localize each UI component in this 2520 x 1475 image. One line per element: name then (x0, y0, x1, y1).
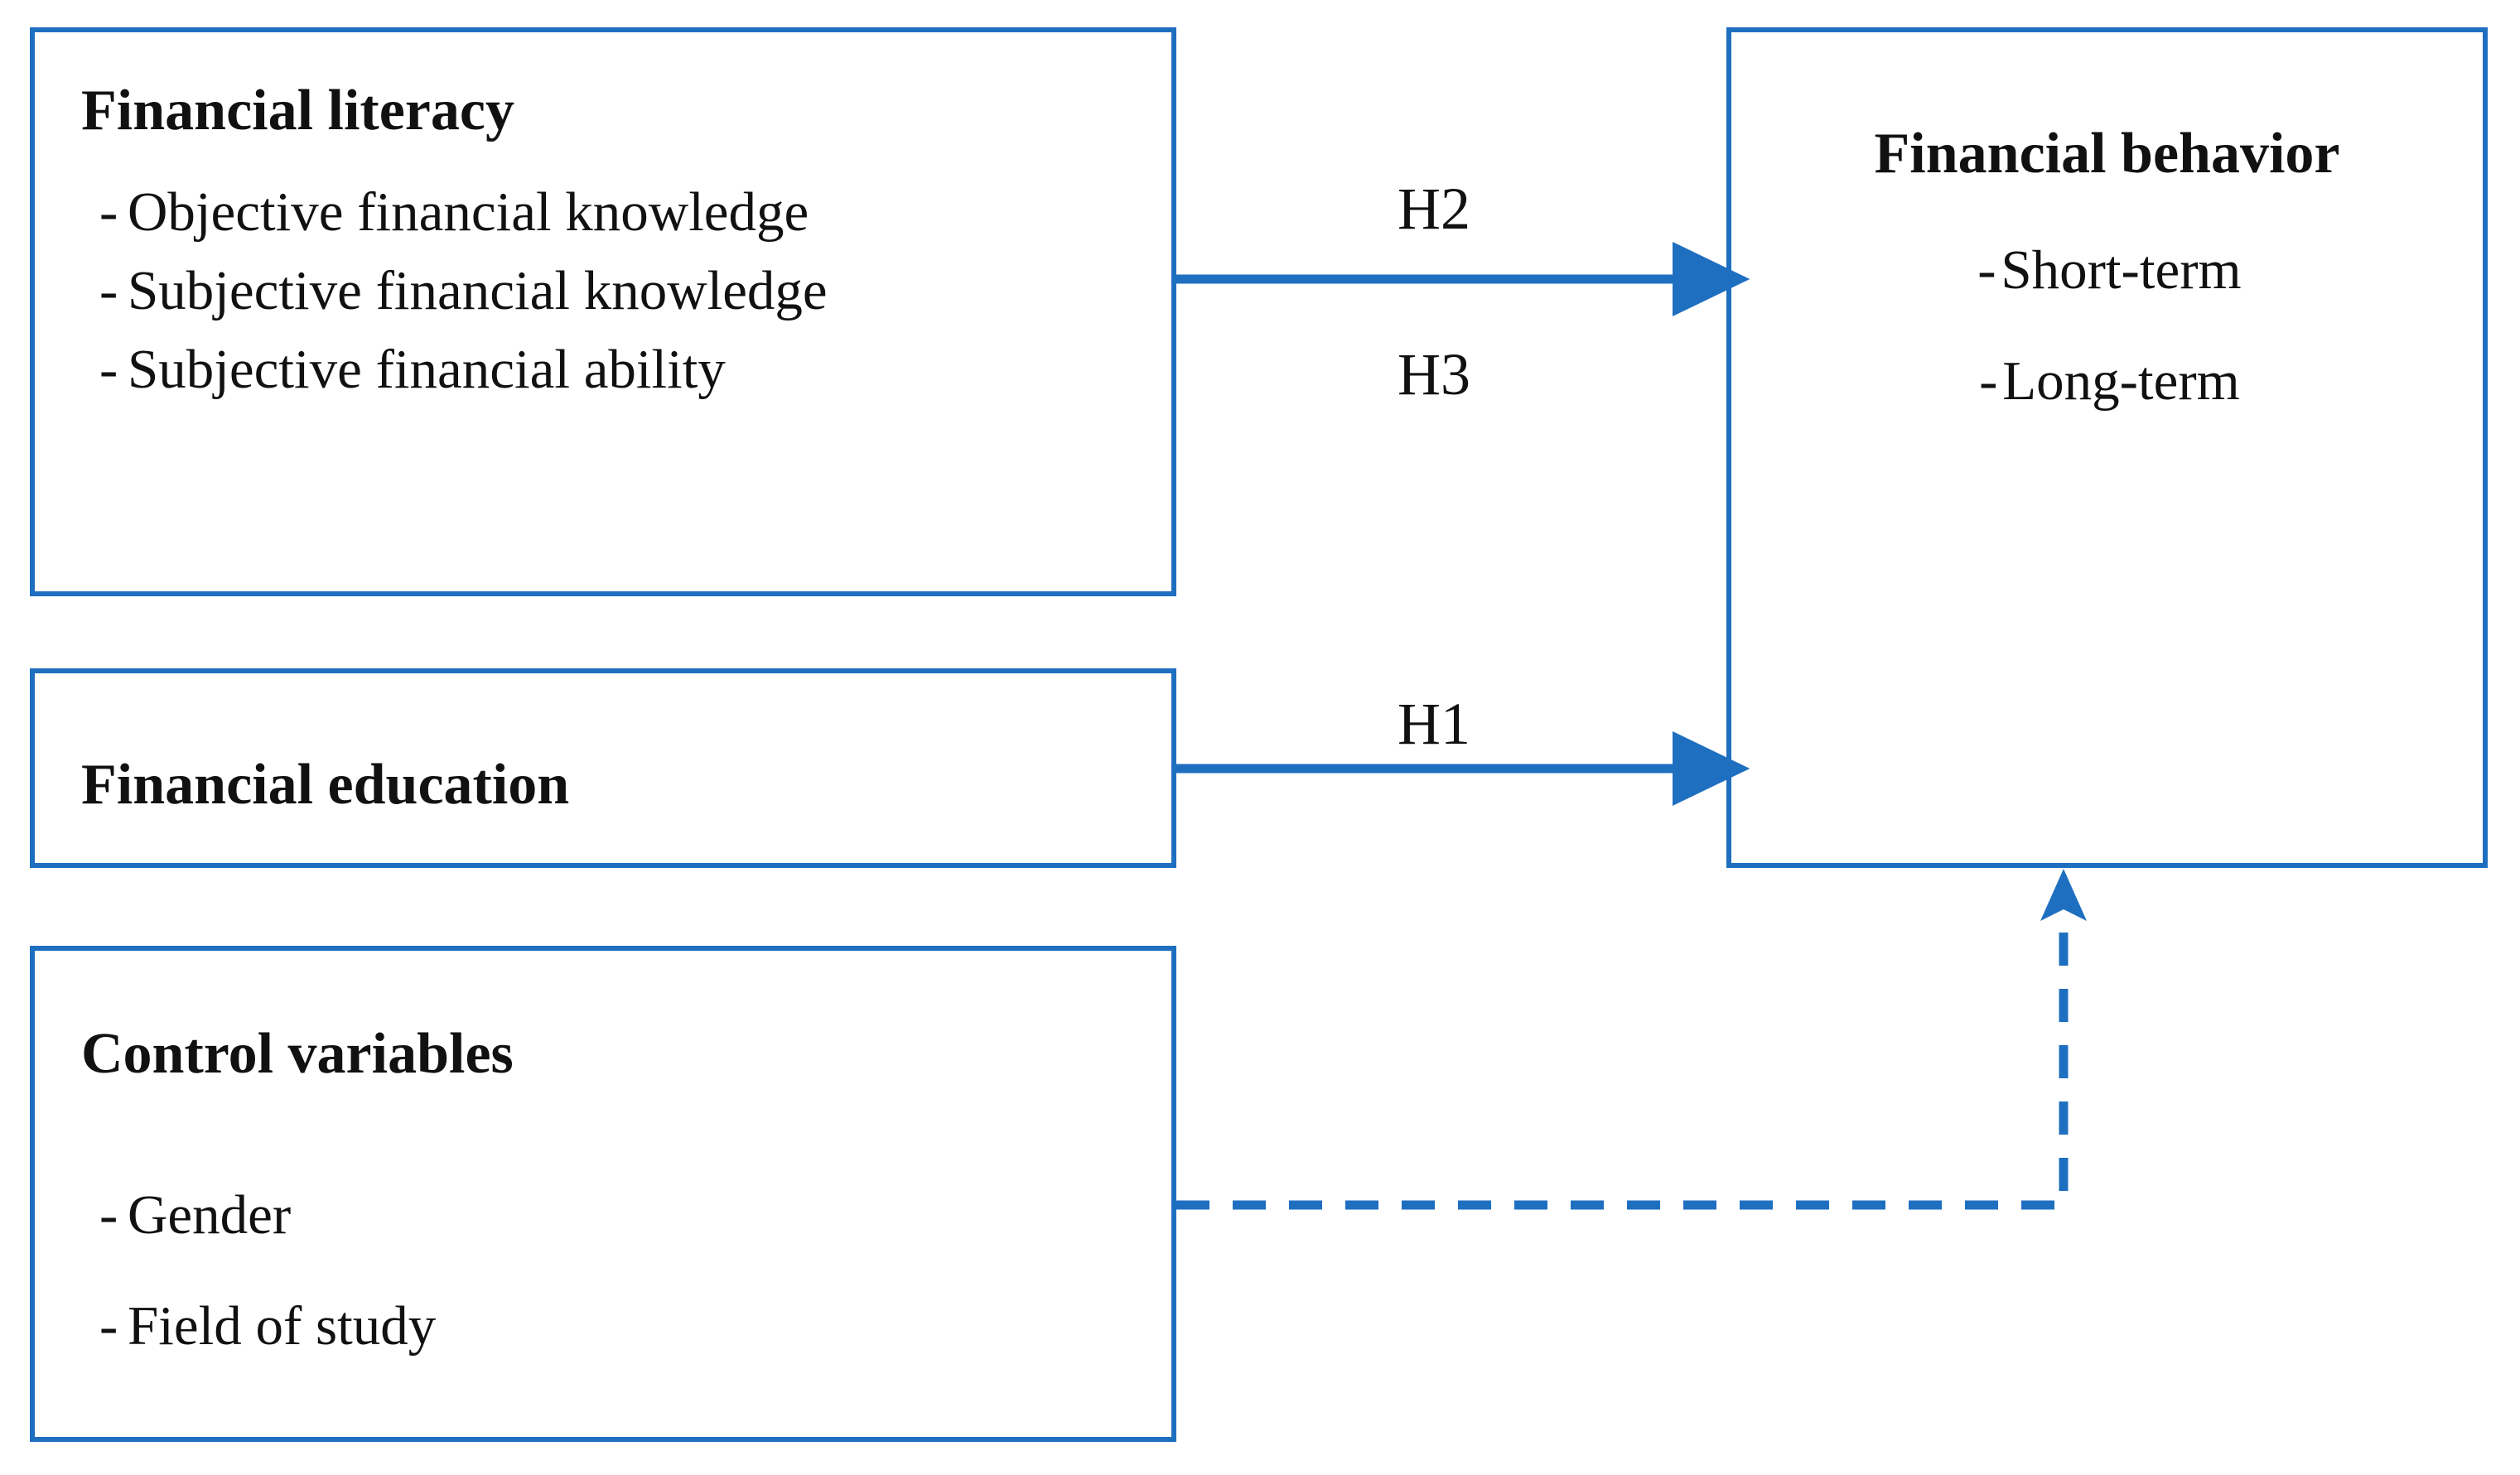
node-financial-education: Financial education (30, 668, 1176, 868)
list-item: -Short-term (1731, 215, 2483, 325)
list-item: -Subjective financial ability (99, 330, 828, 409)
edge-label-h3: H3 (1398, 341, 1470, 407)
edge-moderation-arrowhead-icon (2040, 869, 2087, 921)
node-financial-behavior-list: -Short-term -Long-term (1731, 215, 2483, 436)
node-financial-literacy: Financial literacy -Objective financial … (30, 27, 1176, 596)
list-item-label: Subjective financial ability (128, 339, 726, 401)
list-item-label: Short-term (2001, 239, 2242, 301)
edge-moderation-dashed-path (1176, 915, 2069, 1210)
dash-bullet-icon: - (1977, 239, 1996, 301)
dash-bullet-icon: - (99, 181, 118, 243)
dash-bullet-icon: - (99, 1295, 118, 1357)
node-control-variables-list: -Gender -Field of study (99, 1159, 436, 1381)
dash-bullet-icon: - (1979, 350, 1998, 412)
list-item: -Long-term (1731, 325, 2483, 436)
list-item-label: Objective financial knowledge (128, 181, 809, 243)
list-item: -Field of study (99, 1270, 436, 1381)
node-financial-education-title: Financial education (81, 753, 570, 817)
dash-bullet-icon: - (99, 339, 118, 401)
node-control-variables-title: Control variables (81, 1022, 514, 1086)
list-item: -Gender (99, 1159, 436, 1270)
list-item: -Subjective financial knowledge (99, 252, 828, 330)
dash-bullet-icon: - (99, 1184, 118, 1246)
list-item-label: Long-term (2002, 350, 2240, 412)
dash-bullet-icon: - (99, 260, 118, 322)
node-financial-behavior: Financial behavior -Short-term -Long-ter… (1726, 27, 2488, 868)
list-item: -Objective financial knowledge (99, 173, 828, 252)
node-financial-literacy-list: -Objective financial knowledge -Subjecti… (99, 173, 828, 409)
list-item-label: Gender (128, 1184, 292, 1246)
edge-label-h1: H1 (1398, 691, 1470, 757)
edge-label-h2: H2 (1398, 176, 1470, 242)
node-financial-behavior-title: Financial behavior (1874, 122, 2340, 186)
node-control-variables: Control variables -Gender -Field of stud… (30, 946, 1176, 1442)
list-item-label: Subjective financial knowledge (128, 260, 828, 322)
list-item-label: Field of study (128, 1295, 437, 1357)
node-financial-literacy-title: Financial literacy (81, 79, 514, 142)
